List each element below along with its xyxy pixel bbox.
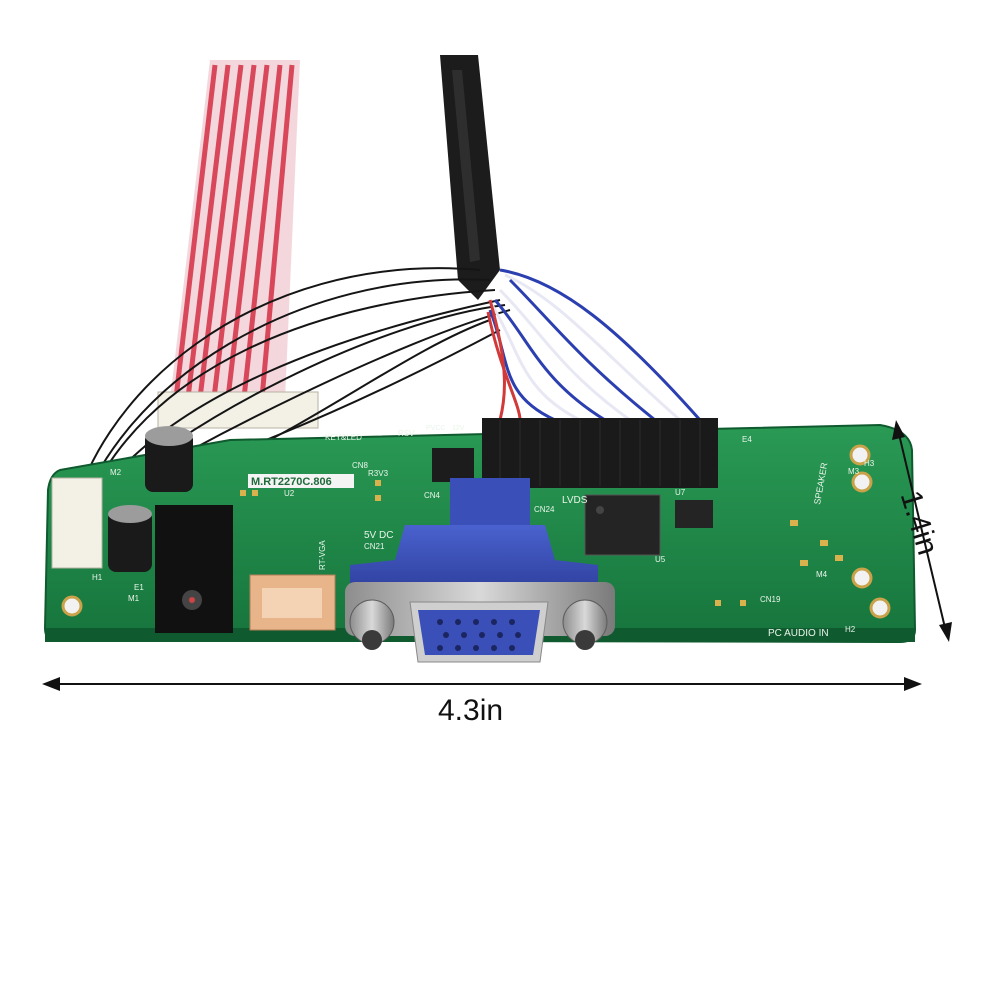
silk-cn4: CN4 [424, 491, 441, 500]
silk-cn8: CN8 [352, 461, 369, 470]
silk-e4: E4 [742, 435, 752, 444]
silk-m2: M2 [110, 468, 122, 477]
silk-h3: H3 [864, 459, 875, 468]
silk-rt-vga: RT-VGA [318, 540, 327, 570]
silk-r3v3: R3V3 [368, 469, 389, 478]
height-dimension-arrow [892, 420, 952, 642]
silk-cn24: CN24 [534, 505, 555, 514]
capacitors [108, 426, 193, 572]
silk-m3: M3 [848, 467, 860, 476]
silk-h2: H2 [845, 625, 856, 634]
silkscreen: M.RT2270C.806 LVDS 5V DC CN21 PC AUDIO I… [92, 425, 875, 639]
lvds-twisted-wires [486, 268, 702, 422]
silk-12v: 12V [452, 425, 465, 432]
silk-u7: U7 [675, 488, 686, 497]
black-cable [440, 55, 500, 300]
jumper-header [432, 448, 474, 482]
silk-cn21: CN21 [364, 542, 385, 551]
silk-pvcc: PVCC [426, 425, 445, 432]
silk-power: 5V DC [364, 530, 393, 541]
main-ic [584, 494, 713, 556]
vga-connector [345, 478, 615, 663]
silk-u2: U2 [284, 489, 295, 498]
lvds-header [482, 418, 718, 488]
side-connector [51, 477, 103, 569]
silk-u5: U5 [655, 555, 666, 564]
silk-key-led: KEY&LED [325, 433, 362, 442]
jst-connector [249, 574, 336, 631]
silk-e1: E1 [134, 583, 144, 592]
dc-jack [155, 505, 233, 633]
silk-rsv: RSV [398, 429, 415, 438]
silk-audio: PC AUDIO IN [768, 628, 829, 639]
silk-m1: M1 [128, 594, 140, 603]
width-dimension-arrow [42, 677, 922, 691]
silk-cn19: CN19 [760, 595, 781, 604]
silk-lvds: LVDS [562, 495, 588, 506]
silk-h1: H1 [92, 573, 103, 582]
model-label: M.RT2270C.806 [251, 476, 332, 488]
ribbon-cable [157, 60, 319, 429]
width-label: 4.3in [438, 694, 504, 727]
silk-m4: M4 [816, 570, 828, 579]
